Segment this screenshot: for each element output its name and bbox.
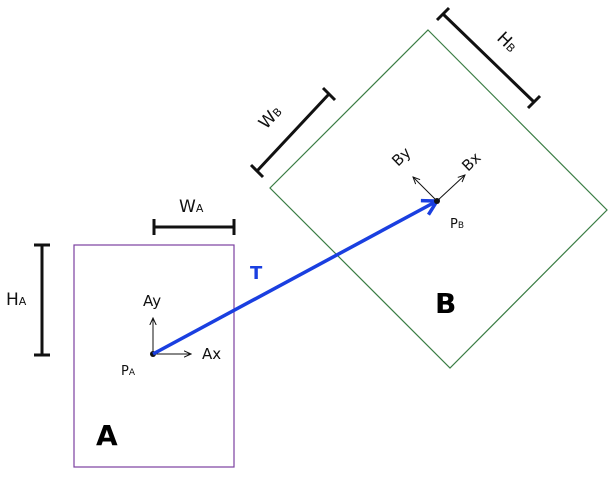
box-b-label: B [435, 287, 456, 320]
origin-b-point [434, 198, 440, 204]
origin-b-label: PB [450, 217, 464, 232]
height-b-dimension [435, 6, 542, 110]
width-b-label: WB [255, 102, 286, 133]
axis-bx-label: Bx [458, 149, 484, 175]
box-a-outline [73, 244, 235, 468]
axis-ay-label: Ay [143, 292, 161, 310]
transform-t-arrow [152, 198, 441, 356]
height-a-label: HA [6, 290, 27, 310]
width-a-dimension [152, 219, 236, 235]
box-b-outline [269, 29, 608, 369]
axis-ax-label: Ax [202, 345, 221, 363]
width-b-dimension [249, 86, 337, 179]
height-a-dimension [34, 243, 50, 357]
width-a-label: WA [179, 197, 204, 217]
origin-a-label: PA [121, 364, 136, 379]
axis-by-label: By [388, 144, 414, 170]
transform-t-label: T [250, 263, 263, 284]
axis-by-arrow [413, 177, 438, 202]
height-b-label: HB [493, 28, 522, 57]
axis-bx-arrow [436, 175, 465, 202]
box-a-label: A [96, 419, 118, 452]
